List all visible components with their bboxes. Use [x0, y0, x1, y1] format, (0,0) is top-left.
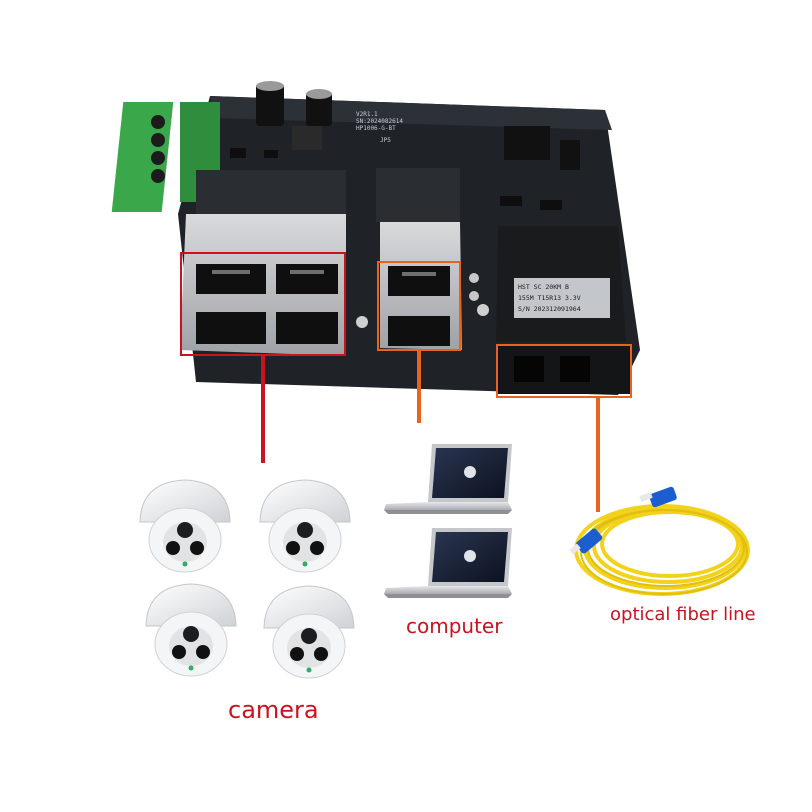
- laptop-group: [384, 444, 512, 598]
- fiber-connector: [569, 486, 677, 555]
- power-terminal: [111, 102, 220, 212]
- fiber-module: HST SC 20KM B 155M T15R13 3.3V S/N 20231…: [496, 226, 630, 394]
- fiber-cable-icon: [569, 486, 750, 596]
- camera-icon: [263, 585, 355, 679]
- rj45-block-4-port: [180, 214, 346, 356]
- rj45-block-2-port: [380, 222, 462, 350]
- fiber-module-line-2: 155M T15R13 3.3V: [518, 294, 581, 302]
- fiber-port-highlight: [496, 344, 632, 398]
- silk-line-3: HP1006-G-BT: [356, 125, 396, 132]
- silk-line-2: SN:2024082614: [356, 118, 403, 125]
- computer-label: computer: [406, 614, 503, 638]
- pcb-silkscreen: V2R1.1 SN:2024082614 HP1006-G-BT JP5: [356, 111, 403, 144]
- laptop-icon: [384, 528, 512, 598]
- silk-line-1: V2R1.1: [356, 111, 378, 118]
- camera-label: camera: [228, 696, 319, 724]
- network-switch-board-icon: V2R1.1 SN:2024082614 HP1006-G-BT JP5: [111, 81, 640, 395]
- capacitors: [256, 81, 332, 150]
- camera-icon: [259, 479, 351, 573]
- fiber-module-line-3: S/N 202312091964: [518, 305, 581, 313]
- main-chip: [504, 126, 550, 160]
- silk-line-4: JP5: [380, 137, 391, 144]
- optical-fiber-label: optical fiber line: [610, 604, 756, 625]
- camera-group: [139, 479, 355, 679]
- camera-icon: [145, 583, 237, 677]
- camera-icon: [139, 479, 231, 573]
- fiber-module-line-1: HST SC 20KM B: [518, 283, 569, 291]
- laptop-icon: [384, 444, 512, 514]
